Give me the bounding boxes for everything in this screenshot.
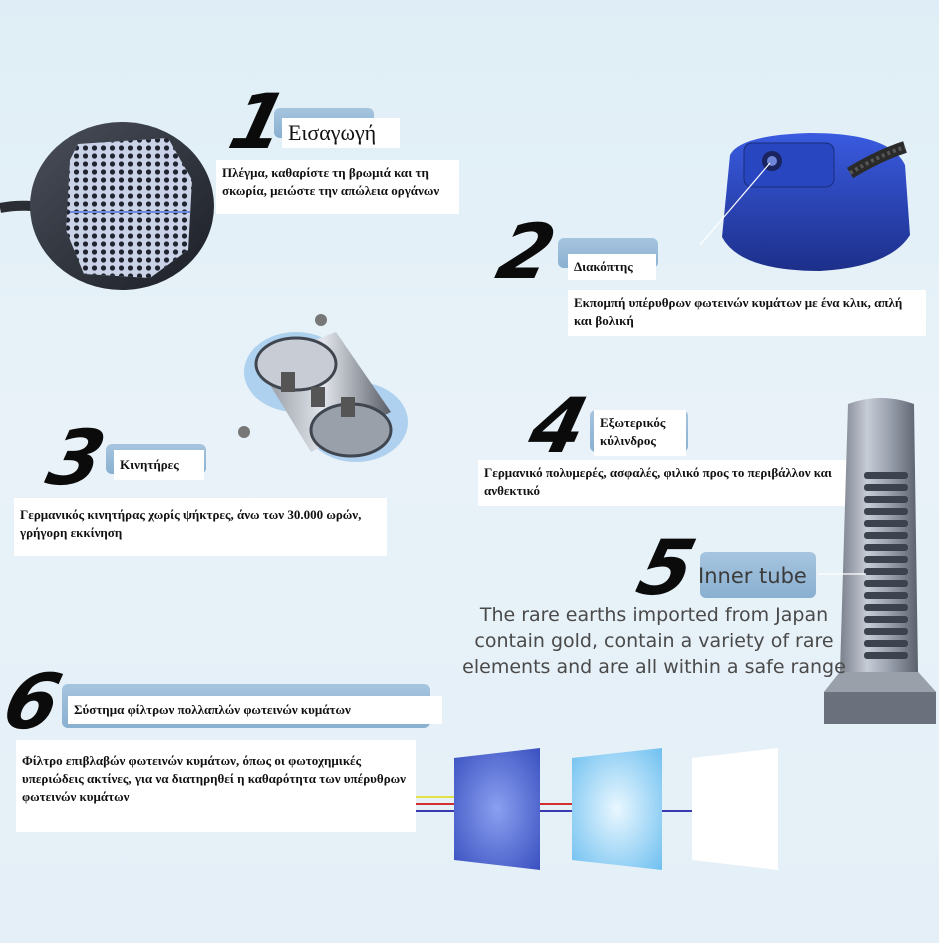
section-4-number: 4 bbox=[521, 381, 593, 470]
switch-device-image bbox=[700, 133, 910, 271]
section-3-title: Κινητήρες bbox=[114, 450, 204, 480]
filter-diagram bbox=[416, 748, 778, 870]
section-5-number: 5 bbox=[629, 523, 701, 612]
section-4-text: Γερμανικό πολυμερές, ασφαλές, φιλικό προ… bbox=[478, 460, 848, 506]
section-5-title: Inner tube bbox=[698, 564, 807, 588]
section-2-text: Εκπομπή υπέρυθρων φωτεινών κυμάτων με έν… bbox=[568, 290, 926, 336]
cylinder-image bbox=[818, 398, 936, 724]
section-2-number: 2 bbox=[489, 207, 561, 296]
section-4-title: Εξωτερικός κύλινδρος bbox=[594, 410, 686, 456]
section-2-title: Διακόπτης bbox=[568, 254, 656, 280]
section-1-text: Πλέγμα, καθαρίστε τη βρωμιά και τη σκωρί… bbox=[216, 160, 459, 214]
section-6-title: Σύστημα φίλτρων πολλαπλών φωτεινών κυμάτ… bbox=[68, 696, 442, 724]
section-6-number: 6 bbox=[0, 657, 67, 746]
section-5-title-pill bbox=[700, 552, 816, 598]
section-6-text: Φίλτρο επιβλαβών φωτεινών κυμάτων, όπως … bbox=[16, 740, 416, 832]
section-1-title: Εισαγωγή bbox=[282, 118, 400, 148]
section-5-text: The rare earths imported from Japan cont… bbox=[462, 604, 846, 678]
section-3-text: Γερμανικός κινητήρας χωρίς ψήκτρες, άνω … bbox=[14, 498, 387, 556]
section-3-number: 3 bbox=[39, 413, 111, 502]
motor-image bbox=[238, 314, 408, 462]
mesh-head-image bbox=[0, 122, 214, 290]
